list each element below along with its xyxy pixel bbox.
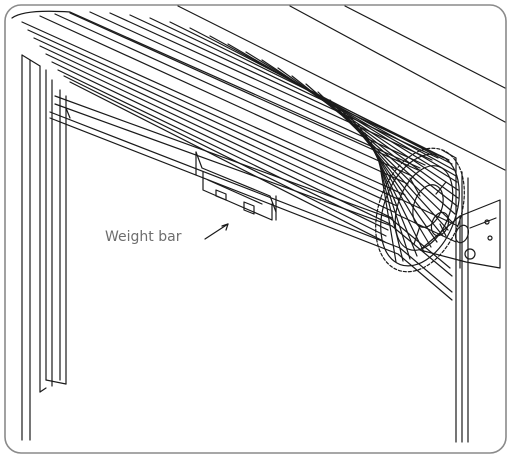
shutter-bottom-rail (49, 95, 453, 301)
weight-bar (195, 151, 277, 221)
weight-bar-label: Weight bar (105, 229, 182, 245)
ceiling-lines (177, 5, 506, 171)
left-guide-rail (21, 54, 67, 441)
drum-end-wheel (375, 147, 465, 273)
callout-leader (204, 223, 229, 240)
outer-frame (4, 4, 507, 454)
shutter-roll (11, 10, 459, 263)
mounting-bracket (419, 199, 501, 269)
